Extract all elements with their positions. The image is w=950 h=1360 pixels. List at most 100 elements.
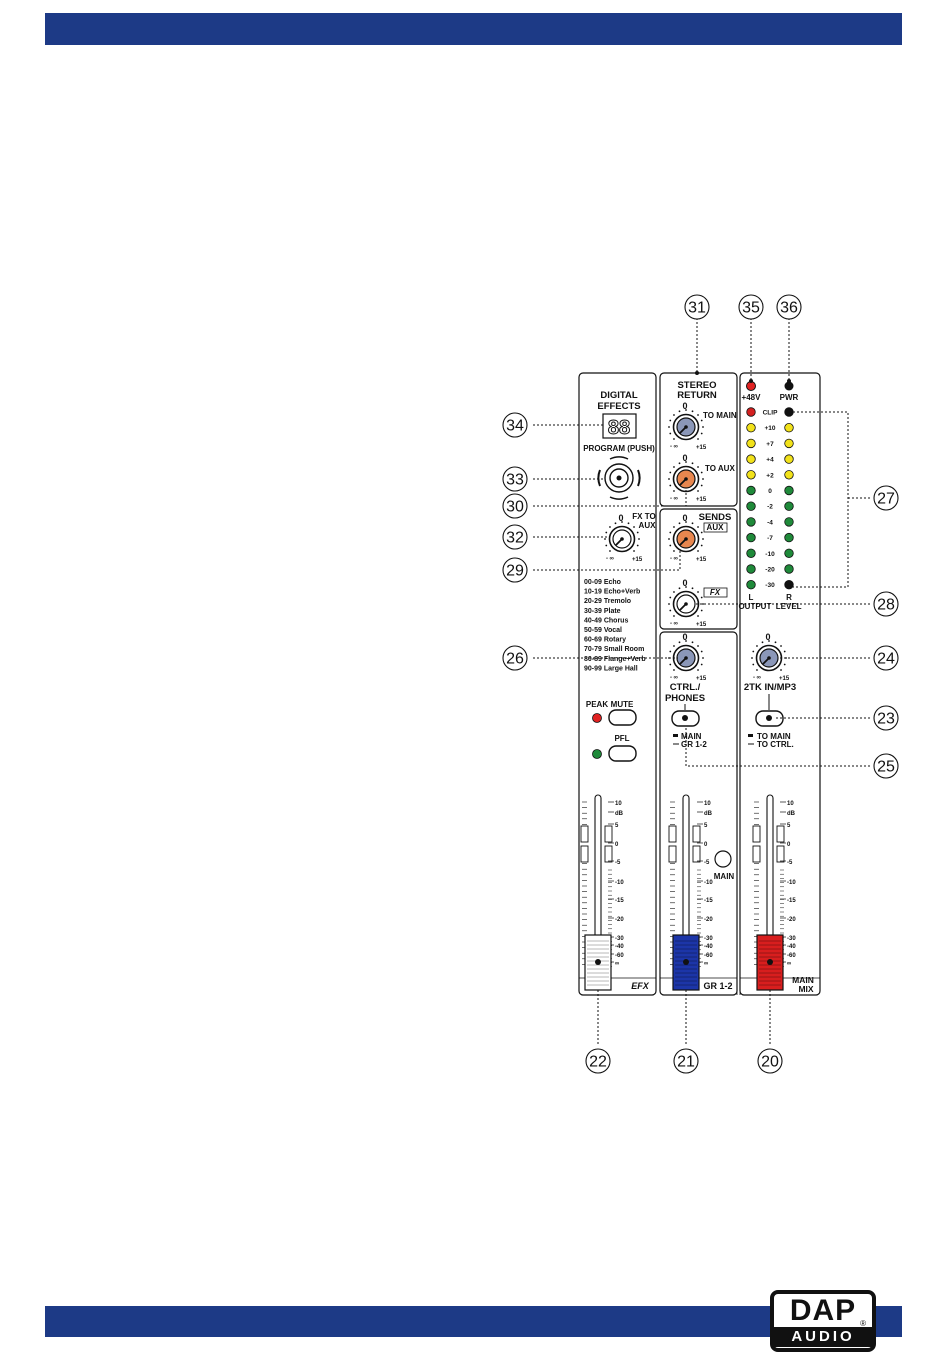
- meter-scale-label: -10: [765, 551, 775, 558]
- fader-scale-label: -10: [704, 880, 713, 886]
- main-mix-label-2: MIX: [798, 984, 813, 994]
- fader-scale-label: 5: [615, 823, 619, 829]
- preset-item: 00-09 Echo: [584, 579, 621, 586]
- fx-to-aux-knob[interactable]: 0- ∞+15: [604, 513, 643, 563]
- effect-display: [602, 413, 637, 439]
- peak-led: [592, 713, 602, 723]
- callout-36: 36: [776, 294, 802, 320]
- meter-led-left: [746, 407, 756, 417]
- meter-led-right: [784, 454, 794, 464]
- knob-zero-label: 0: [682, 578, 687, 588]
- svg-text:27: 27: [877, 491, 895, 508]
- fader-scale-label: -60: [787, 953, 796, 959]
- knob-min-label: - ∞: [670, 675, 678, 681]
- meter-scale-label: 0: [768, 488, 772, 495]
- preset-item: 60-69 Rotary: [584, 637, 626, 644]
- meter-led-right: [784, 548, 794, 559]
- svg-text:26: 26: [506, 651, 524, 668]
- header-bar: [45, 13, 902, 45]
- callout-29: 29: [502, 557, 528, 583]
- twotk-routing-switch[interactable]: [755, 710, 784, 727]
- meter-led-left: [746, 454, 756, 464]
- program-encoder[interactable]: [597, 456, 641, 500]
- fader-scale-label: -10: [787, 880, 796, 886]
- fader-scale-label: ∞: [704, 961, 708, 967]
- fader-scale-label: 0: [787, 842, 791, 848]
- main-mix-label-1: MAIN: [792, 975, 814, 985]
- meter-scale-label: +2: [766, 472, 774, 479]
- pfl-button[interactable]: [608, 745, 637, 762]
- ctrl-gr-option: GR 1-2: [681, 740, 707, 749]
- meter-led-right: [784, 485, 794, 496]
- aux-send-knob[interactable]: 0- ∞+15: [668, 513, 707, 563]
- svg-text:20: 20: [761, 1054, 779, 1071]
- leader-line: [685, 726, 870, 767]
- meter-scale-label: -20: [765, 567, 775, 574]
- fader-scale-label: -5: [615, 860, 621, 866]
- fader-scale-label: -40: [787, 944, 796, 950]
- efx-fader-label: EFX: [631, 981, 650, 991]
- meter-led-right: [784, 580, 794, 590]
- ctrl-phones-knob[interactable]: 0- ∞+15: [668, 632, 707, 682]
- callout-25: 25: [873, 753, 899, 779]
- svg-text:28: 28: [877, 597, 895, 614]
- fader-scale-label: dB: [704, 811, 713, 817]
- fader-scale-label: -30: [704, 936, 713, 942]
- sends-panel: [659, 508, 738, 630]
- to-aux-knob[interactable]: 0- ∞+15: [668, 453, 707, 503]
- meter-scale-label: -7: [767, 535, 773, 542]
- fx-to-aux-label-2: AUX: [639, 521, 657, 530]
- callout-34: 34: [502, 412, 528, 438]
- meter-led-left: [746, 438, 756, 449]
- preset-item: 80-89 Flange+Verb: [584, 656, 646, 663]
- mute-button[interactable]: [608, 709, 637, 726]
- svg-text:34: 34: [506, 418, 524, 435]
- fader-scale-label: 10: [787, 801, 794, 807]
- pfl-label: PFL: [614, 734, 629, 743]
- footer-bar: [45, 1306, 902, 1337]
- gr-fader-label: GR 1-2: [703, 981, 732, 991]
- knob-max-label: +15: [696, 622, 707, 628]
- effect-display-digits: 88: [608, 417, 630, 439]
- program-push-label: PROGRAM (PUSH): [583, 444, 655, 453]
- fader-scale-label: -40: [615, 944, 624, 950]
- output-level-meter: CLIP+10+7+4+20-2-4-7-10-20-30: [746, 407, 794, 590]
- fader-scale-label: -5: [787, 860, 793, 866]
- stereo-return-title-1: STEREO: [677, 380, 716, 391]
- knob-min-label: - ∞: [670, 444, 678, 450]
- meter-led-left: [746, 470, 756, 480]
- peak-label: PEAK: [586, 700, 608, 709]
- knob-zero-label: 0: [618, 513, 623, 523]
- aux-box-label: AUX: [707, 523, 725, 532]
- preset-item: 20-29 Tremolo: [584, 598, 631, 605]
- knob-zero-label: 0: [765, 632, 770, 642]
- knob-zero-label: 0: [682, 513, 687, 523]
- callout-33: 33: [502, 466, 528, 492]
- knob-max-label: +15: [696, 497, 707, 503]
- twotk-label: 2TK IN/MP3: [744, 682, 796, 693]
- to-main-knob[interactable]: 0- ∞+15: [668, 401, 707, 451]
- meter-led-left: [746, 423, 756, 433]
- knob-min-label: - ∞: [670, 556, 678, 562]
- fader-scale-label: 5: [787, 823, 791, 829]
- fader-scale-label: 5: [704, 823, 708, 829]
- meter-led-left: [746, 548, 756, 559]
- to-main-label: TO MAIN: [703, 411, 737, 420]
- fader-scale-label: 10: [615, 801, 622, 807]
- fader-scale-label: ∞: [615, 961, 619, 967]
- leader-line: [793, 411, 849, 588]
- meter-led-right: [784, 470, 794, 480]
- twotk-level-knob[interactable]: 0- ∞+15: [751, 632, 790, 682]
- preset-item: 90-99 Large Hall: [584, 665, 638, 672]
- pfl-led: [592, 749, 602, 759]
- fader-scale-label: dB: [615, 811, 624, 817]
- main-button[interactable]: [714, 850, 732, 868]
- fx-send-knob[interactable]: 0- ∞+15: [668, 578, 707, 628]
- ctrl-source-switch[interactable]: [671, 710, 700, 727]
- callout-27: 27: [873, 485, 899, 511]
- svg-text:22: 22: [589, 1054, 607, 1071]
- callout-22: 22: [585, 1048, 611, 1074]
